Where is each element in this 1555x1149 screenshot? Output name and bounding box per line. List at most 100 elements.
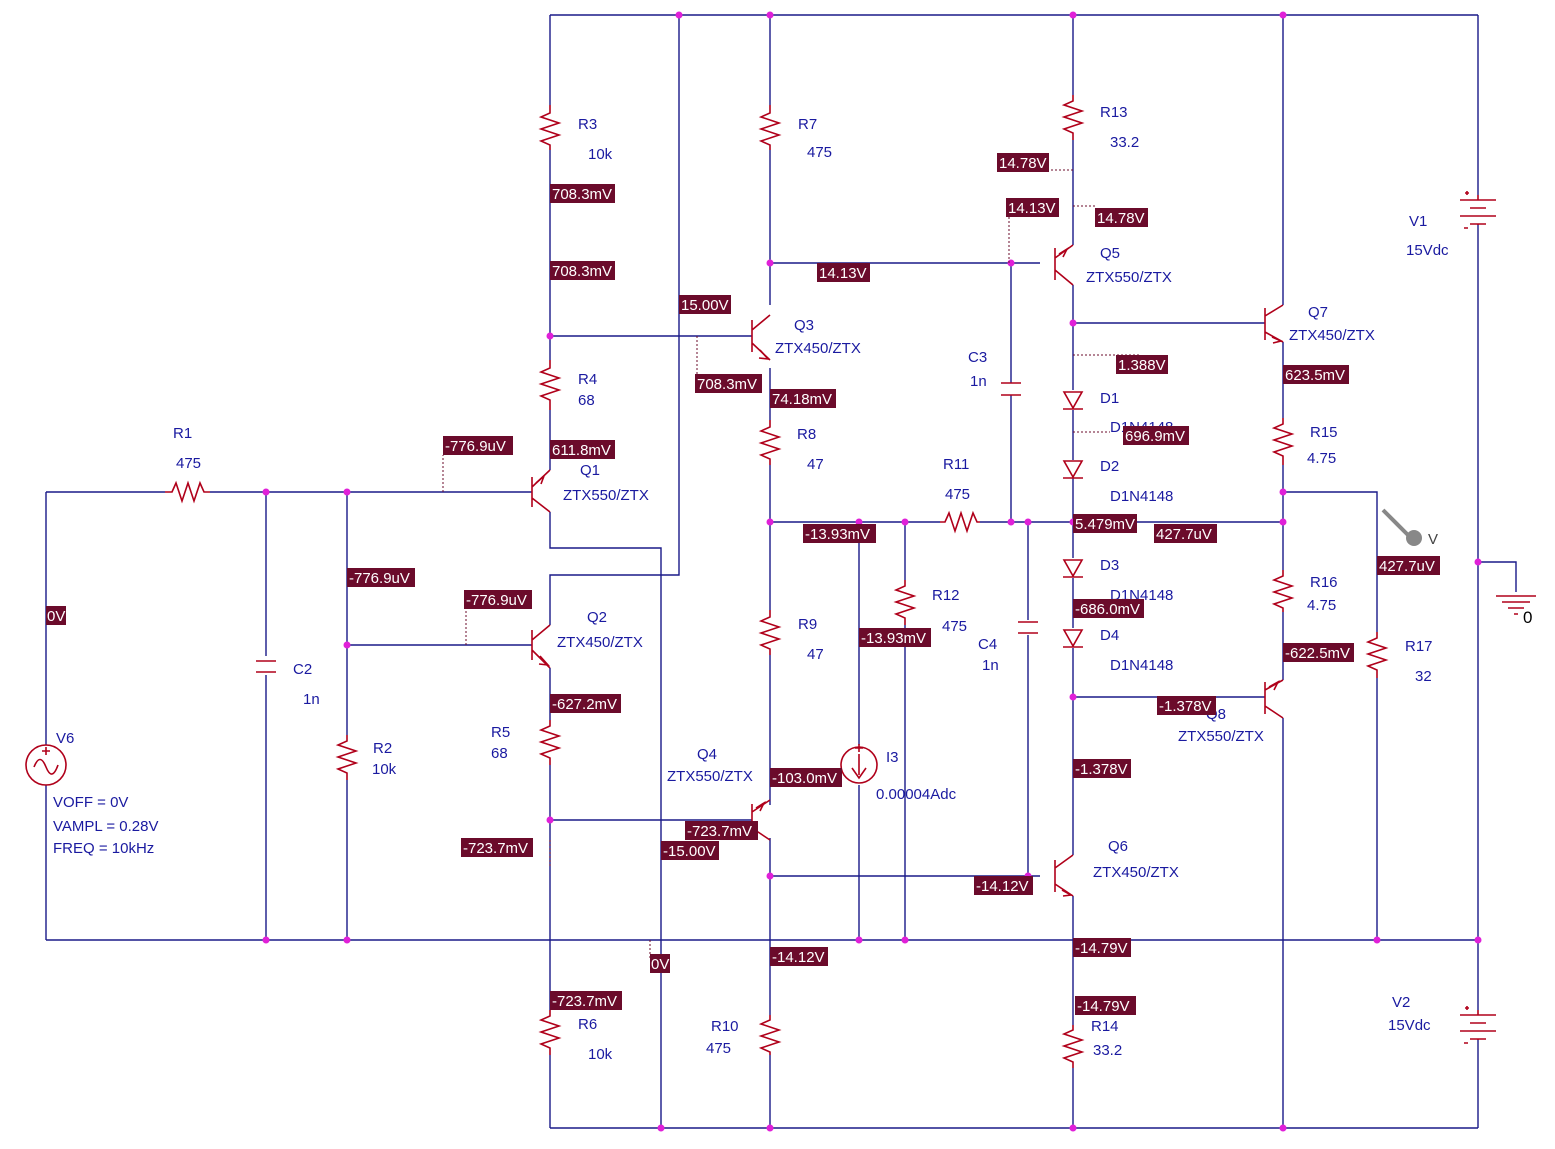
transistor-Q2[interactable] bbox=[531, 624, 551, 669]
voltage-tag: -1.378V bbox=[1157, 696, 1216, 715]
transistor-Q8[interactable] bbox=[1264, 679, 1284, 719]
sine-source-V6[interactable] bbox=[25, 744, 67, 786]
resistor-R1[interactable] bbox=[165, 480, 210, 504]
voltage-probe-icon[interactable] bbox=[1381, 508, 1422, 546]
current-source-I3[interactable] bbox=[840, 744, 878, 784]
R7-ref: R7 bbox=[798, 116, 817, 133]
svg-text:-1.378V: -1.378V bbox=[1075, 761, 1128, 778]
resistor-R12[interactable] bbox=[893, 580, 917, 625]
Q4-ref: Q4 bbox=[697, 746, 717, 763]
voltage-tag: 708.3mV bbox=[550, 184, 615, 203]
resistor-R8[interactable] bbox=[758, 420, 782, 465]
voltage-tag: 1.388V bbox=[1116, 355, 1168, 374]
resistor-R5[interactable] bbox=[538, 720, 562, 765]
resistor-R11[interactable] bbox=[940, 510, 980, 534]
voltage-tag: 708.3mV bbox=[550, 261, 615, 280]
R5-ref: R5 bbox=[491, 724, 510, 741]
Q6-ref: Q6 bbox=[1108, 838, 1128, 855]
svg-text:-1.378V: -1.378V bbox=[1159, 698, 1212, 715]
svg-text:-776.9uV: -776.9uV bbox=[466, 592, 527, 609]
svg-text:5.479mV: 5.479mV bbox=[1075, 516, 1135, 533]
Q5-value: ZTX550/ZTX bbox=[1086, 269, 1172, 286]
diode-D2[interactable] bbox=[1062, 460, 1084, 479]
ground-label: 0 bbox=[1523, 608, 1532, 627]
voltage-tag: -13.93mV bbox=[803, 524, 876, 543]
capacitor-C2[interactable] bbox=[256, 660, 276, 673]
svg-text:0V: 0V bbox=[47, 608, 65, 625]
capacitor-C3[interactable] bbox=[1001, 382, 1021, 396]
R9-value: 47 bbox=[807, 646, 824, 663]
R1-value: 475 bbox=[176, 455, 201, 472]
svg-text:696.9mV: 696.9mV bbox=[1125, 428, 1185, 445]
Q2-ref: Q2 bbox=[587, 609, 607, 626]
R8-value: 47 bbox=[807, 456, 824, 473]
V2-value: 15Vdc bbox=[1388, 1017, 1431, 1034]
svg-text:-13.93mV: -13.93mV bbox=[805, 526, 870, 543]
V6-voff: VOFF = 0V bbox=[53, 794, 128, 811]
resistor-R10[interactable] bbox=[758, 1015, 782, 1055]
svg-text:-776.9uV: -776.9uV bbox=[349, 570, 410, 587]
battery-V2[interactable] bbox=[1460, 1006, 1496, 1044]
voltage-tag: -776.9uV bbox=[347, 568, 415, 587]
R4-ref: R4 bbox=[578, 371, 597, 388]
resistor-R16[interactable] bbox=[1271, 570, 1295, 612]
component-labels: R1 475 R2 10k R3 10k R4 68 R5 68 R6 10k … bbox=[53, 104, 1532, 1063]
resistor-R4[interactable] bbox=[538, 360, 562, 410]
voltage-tag: 0V bbox=[650, 954, 670, 973]
svg-text:-14.79V: -14.79V bbox=[1075, 940, 1128, 957]
transistor-Q7[interactable] bbox=[1264, 304, 1284, 344]
R14-value: 33.2 bbox=[1093, 1042, 1122, 1059]
R2-value: 10k bbox=[372, 761, 397, 778]
D2-ref: D2 bbox=[1100, 458, 1119, 475]
voltage-tag: 15.00V bbox=[679, 295, 731, 314]
D1-ref: D1 bbox=[1100, 390, 1119, 407]
resistor-R13[interactable] bbox=[1061, 95, 1085, 140]
V1-value: 15Vdc bbox=[1406, 242, 1449, 259]
resistor-R14[interactable] bbox=[1061, 1025, 1085, 1068]
transistor-Q6[interactable] bbox=[1054, 854, 1074, 897]
svg-text:-15.00V: -15.00V bbox=[663, 843, 716, 860]
R6-ref: R6 bbox=[578, 1016, 597, 1033]
resistor-R9[interactable] bbox=[758, 610, 782, 655]
svg-text:-14.12V: -14.12V bbox=[976, 878, 1029, 895]
transistor-Q1[interactable] bbox=[531, 469, 551, 513]
capacitor-C4[interactable] bbox=[1018, 621, 1038, 634]
diode-D3[interactable] bbox=[1062, 559, 1084, 578]
voltage-tag: 696.9mV bbox=[1123, 426, 1189, 445]
svg-text:-723.7mV: -723.7mV bbox=[463, 840, 528, 857]
diode-D1[interactable] bbox=[1062, 391, 1084, 410]
resistor-R15[interactable] bbox=[1271, 418, 1295, 465]
voltage-tag: 623.5mV bbox=[1283, 365, 1349, 384]
transistor-Q5[interactable] bbox=[1054, 244, 1074, 286]
Q4-value: ZTX550/ZTX bbox=[667, 768, 753, 785]
svg-text:1.388V: 1.388V bbox=[1118, 357, 1166, 374]
resistor-R2[interactable] bbox=[335, 735, 359, 780]
resistor-R6[interactable] bbox=[538, 1010, 562, 1055]
svg-text:611.8mV: 611.8mV bbox=[552, 442, 611, 459]
voltage-tag: 427.7uV bbox=[1377, 556, 1440, 575]
Q7-value: ZTX450/ZTX bbox=[1289, 327, 1375, 344]
resistor-R3[interactable] bbox=[538, 105, 562, 150]
resistor-R17[interactable] bbox=[1365, 632, 1389, 678]
Q8-value: ZTX550/ZTX bbox=[1178, 728, 1264, 745]
battery-V1[interactable] bbox=[1460, 191, 1496, 229]
R17-ref: R17 bbox=[1405, 638, 1433, 655]
svg-text:-627.2mV: -627.2mV bbox=[552, 696, 617, 713]
voltage-tags: 708.3mV 708.3mV 15.00V 708.3mV 611.8mV -… bbox=[46, 153, 1440, 1015]
voltage-tag: -723.7mV bbox=[461, 838, 533, 857]
R11-value: 475 bbox=[945, 486, 970, 503]
R17-value: 32 bbox=[1415, 668, 1432, 685]
I3-value: 0.00004Adc bbox=[876, 786, 957, 803]
transistor-Q3[interactable] bbox=[751, 314, 771, 361]
R5-value: 68 bbox=[491, 745, 508, 762]
diode-D4[interactable] bbox=[1062, 629, 1084, 648]
Q7-ref: Q7 bbox=[1308, 304, 1328, 321]
resistor-R7[interactable] bbox=[758, 105, 782, 150]
voltage-tag: 74.18mV bbox=[770, 389, 836, 408]
svg-text:0V: 0V bbox=[651, 956, 669, 973]
Q6-value: ZTX450/ZTX bbox=[1093, 864, 1179, 881]
D4-ref: D4 bbox=[1100, 627, 1119, 644]
V6-ref: V6 bbox=[56, 730, 74, 747]
svg-text:-14.12V: -14.12V bbox=[772, 949, 825, 966]
R2-ref: R2 bbox=[373, 740, 392, 757]
